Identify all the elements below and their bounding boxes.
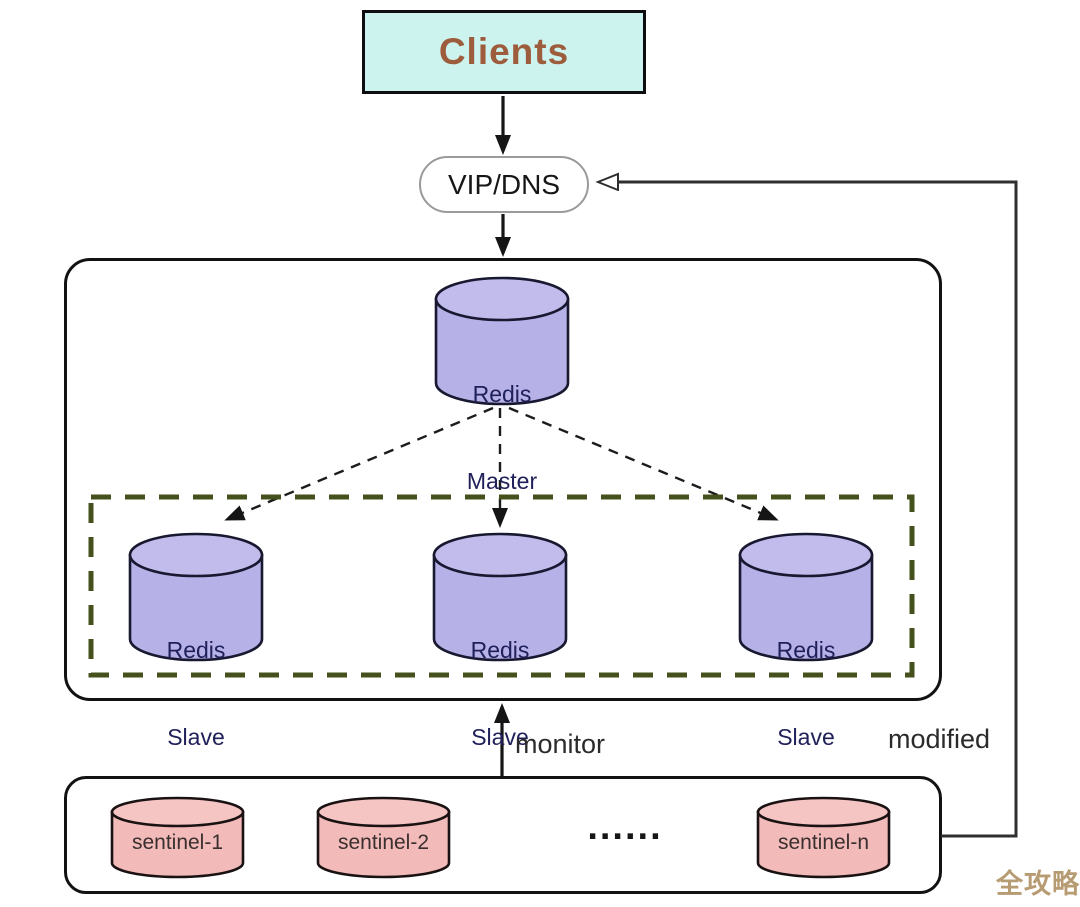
sentinel-ellipsis: ...... <box>587 806 663 848</box>
vip-dns-label: VIP/DNS <box>447 169 561 200</box>
sentinel-n-label: sentinel-n <box>777 831 870 854</box>
vip-dns-node <box>419 156 589 213</box>
redis-slave-cylinder-1 <box>128 532 264 662</box>
redis-slave-3-line2: Slave <box>777 724 835 750</box>
redis-slave-1-label: Redis Slave <box>130 578 262 810</box>
redis-slave-1-line2: Slave <box>167 724 225 750</box>
redis-slave-2-line1: Redis <box>470 637 530 663</box>
redis-master-label-line1: Redis <box>472 381 532 407</box>
redis-slave-3-label: Redis Slave <box>740 578 872 810</box>
arrow-modified-feedback <box>600 182 1018 838</box>
redis-master-label: Redis Master <box>436 322 568 554</box>
redis-slave-2-line2: Slave <box>471 724 529 750</box>
clients-box <box>362 10 646 94</box>
sentinel-cylinder-n <box>756 796 891 879</box>
redis-slave-3-line1: Redis <box>776 637 836 663</box>
arrow-master-to-slave-1 <box>224 406 494 521</box>
redis-master-cylinder <box>434 276 570 406</box>
clients-label: Clients <box>438 31 570 72</box>
monitor-edge-label: monitor <box>515 729 606 759</box>
redis-slave-1-line1: Redis <box>166 637 226 663</box>
watermark-text: 全攻略 <box>996 869 1080 899</box>
redis-slave-2-label: Redis Slave <box>434 578 566 810</box>
sentinel-1-label: sentinel-1 <box>131 831 224 854</box>
sentinel-2-label: sentinel-2 <box>337 831 430 854</box>
redis-slave-cylinder-2 <box>432 532 568 662</box>
redis-slave-cylinder-3 <box>738 532 874 662</box>
modified-edge-label: modified <box>888 724 991 754</box>
slave-group-dashed-border <box>88 494 915 678</box>
sentinel-cylinder-2 <box>316 796 451 879</box>
redis-master-label-line2: Master <box>466 468 538 494</box>
sentinel-cylinder-1 <box>110 796 245 879</box>
arrow-master-to-slave-3 <box>508 406 779 521</box>
